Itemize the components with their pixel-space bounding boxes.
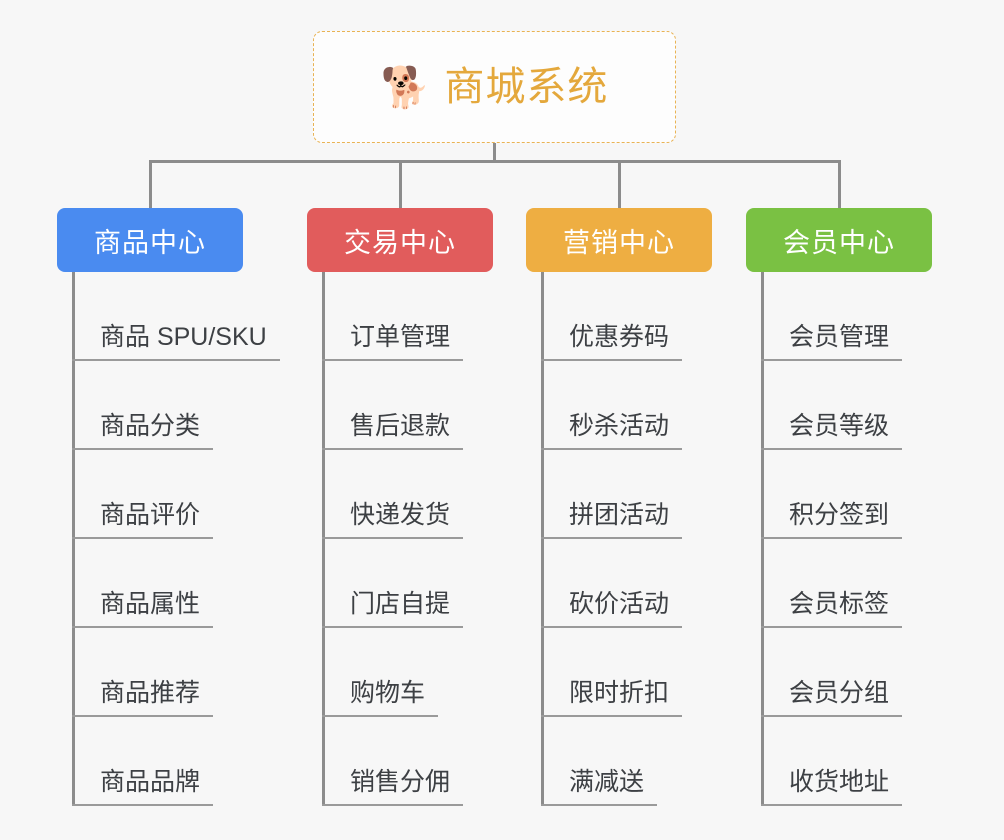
leaf-item[interactable]: 商品分类 [72, 361, 280, 450]
leaf-item-label: 积分签到 [761, 503, 903, 539]
leaf-item-label: 销售分佣 [322, 770, 464, 806]
branch-trunk-marketing-center [541, 272, 544, 806]
leaf-item[interactable]: 优惠券码 [541, 272, 683, 361]
leaf-item-label: 门店自提 [322, 592, 464, 628]
leaf-item[interactable]: 限时折扣 [541, 628, 683, 717]
shiba-dog-icon: 🐕 [380, 66, 431, 110]
leaf-item-label: 商品属性 [72, 592, 214, 628]
leaf-item[interactable]: 积分签到 [761, 450, 903, 539]
leaf-item[interactable]: 商品 SPU/SKU [72, 272, 280, 361]
leaf-list-trade-center: 订单管理售后退款快递发货门店自提购物车销售分佣 [322, 272, 464, 806]
leaf-item-label: 优惠券码 [541, 325, 683, 361]
leaf-item-label: 商品分类 [72, 414, 214, 450]
leaf-item[interactable]: 会员分组 [761, 628, 903, 717]
connector-root-stem [493, 143, 496, 162]
branch-trunk-product-center [72, 272, 75, 806]
branch-header-label: 营销中心 [563, 227, 675, 258]
branch-header-member-center[interactable]: 会员中心 [746, 208, 932, 272]
leaf-item[interactable]: 会员等级 [761, 361, 903, 450]
leaf-item-label: 订单管理 [322, 325, 464, 361]
leaf-item-label: 快递发货 [322, 503, 464, 539]
branch-member-center[interactable]: 会员中心 [746, 208, 932, 272]
branch-header-label: 商品中心 [94, 227, 206, 258]
leaf-item[interactable]: 商品推荐 [72, 628, 280, 717]
leaf-item-label: 收货地址 [761, 770, 903, 806]
leaf-item[interactable]: 收货地址 [761, 717, 903, 806]
leaf-item[interactable]: 销售分佣 [322, 717, 464, 806]
leaf-item-label: 限时折扣 [541, 681, 683, 717]
branch-trunk-member-center [761, 272, 764, 806]
leaf-list-member-center: 会员管理会员等级积分签到会员标签会员分组收货地址 [761, 272, 903, 806]
leaf-item[interactable]: 快递发货 [322, 450, 464, 539]
leaf-item-label: 砍价活动 [541, 592, 683, 628]
leaf-item[interactable]: 商品属性 [72, 539, 280, 628]
leaf-item-label: 会员等级 [761, 414, 903, 450]
leaf-item[interactable]: 拼团活动 [541, 450, 683, 539]
leaf-item[interactable]: 门店自提 [322, 539, 464, 628]
leaf-item-label: 满减送 [541, 770, 658, 806]
root-node-shopping-mall-system[interactable]: 🐕 商城系统 [313, 31, 676, 143]
leaf-item-label: 售后退款 [322, 414, 464, 450]
leaf-item-label: 商品 SPU/SKU [72, 325, 280, 361]
leaf-item[interactable]: 会员管理 [761, 272, 903, 361]
branch-header-label: 交易中心 [344, 227, 456, 258]
leaf-item[interactable]: 满减送 [541, 717, 682, 806]
branch-marketing-center[interactable]: 营销中心 [526, 208, 712, 272]
branch-trunk-trade-center [322, 272, 325, 806]
leaf-item-label: 会员管理 [761, 325, 903, 361]
leaf-item[interactable]: 订单管理 [322, 272, 464, 361]
leaf-list-marketing-center: 优惠券码秒杀活动拼团活动砍价活动限时折扣满减送 [541, 272, 683, 806]
connector-drop-member-center [838, 160, 841, 208]
leaf-item-label: 购物车 [322, 681, 439, 717]
leaf-item-label: 拼团活动 [541, 503, 683, 539]
connector-drop-product-center [149, 160, 152, 208]
leaf-item[interactable]: 商品品牌 [72, 717, 280, 806]
leaf-item-label: 会员分组 [761, 681, 903, 717]
leaf-item-label: 会员标签 [761, 592, 903, 628]
leaf-item-label: 商品评价 [72, 503, 214, 539]
connector-drop-marketing-center [618, 160, 621, 208]
branch-header-label: 会员中心 [783, 227, 895, 258]
leaf-list-product-center: 商品 SPU/SKU 商品分类商品评价商品属性商品推荐商品品牌 [72, 272, 280, 806]
root-node-label: 商城系统 [444, 65, 609, 109]
leaf-item[interactable]: 商品评价 [72, 450, 280, 539]
branch-header-marketing-center[interactable]: 营销中心 [526, 208, 712, 272]
branch-trade-center[interactable]: 交易中心 [307, 208, 493, 272]
leaf-item-label: 商品推荐 [72, 681, 214, 717]
leaf-item[interactable]: 秒杀活动 [541, 361, 683, 450]
leaf-item-label: 商品品牌 [72, 770, 214, 806]
branch-header-product-center[interactable]: 商品中心 [57, 208, 243, 272]
leaf-item[interactable]: 购物车 [322, 628, 463, 717]
branch-product-center[interactable]: 商品中心 [57, 208, 243, 272]
leaf-item[interactable]: 砍价活动 [541, 539, 683, 628]
leaf-item[interactable]: 会员标签 [761, 539, 903, 628]
branch-header-trade-center[interactable]: 交易中心 [307, 208, 493, 272]
leaf-item-label: 秒杀活动 [541, 414, 683, 450]
connector-drop-trade-center [399, 160, 402, 208]
leaf-item[interactable]: 售后退款 [322, 361, 464, 450]
connector-horizontal-bus [150, 160, 840, 163]
